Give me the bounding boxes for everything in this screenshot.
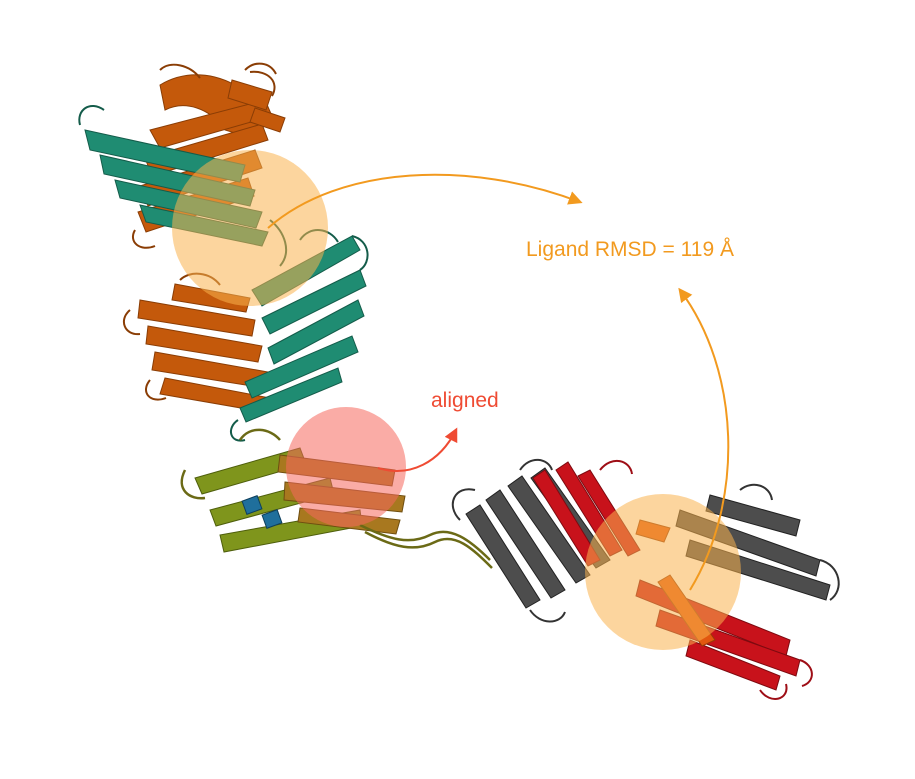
rmsd-label: Ligand RMSD = 119 Å: [526, 238, 734, 261]
brown-loops-upper: [132, 62, 277, 249]
brown-chain-lower: [137, 283, 271, 413]
aligned-arrow: [377, 427, 458, 472]
glycan-cubes: [241, 495, 283, 529]
aligned-label: aligned: [431, 389, 499, 412]
red-loops: [599, 459, 813, 700]
olive-linker: [180, 428, 493, 569]
rmsd-arrow-right: [678, 287, 730, 591]
rmsd-arrow-top: [267, 173, 583, 229]
gray-loops: [451, 458, 840, 623]
ligand-highlight-right: [585, 494, 741, 650]
aligned-highlight: [286, 407, 406, 527]
ligand-highlight-left: [172, 150, 328, 306]
